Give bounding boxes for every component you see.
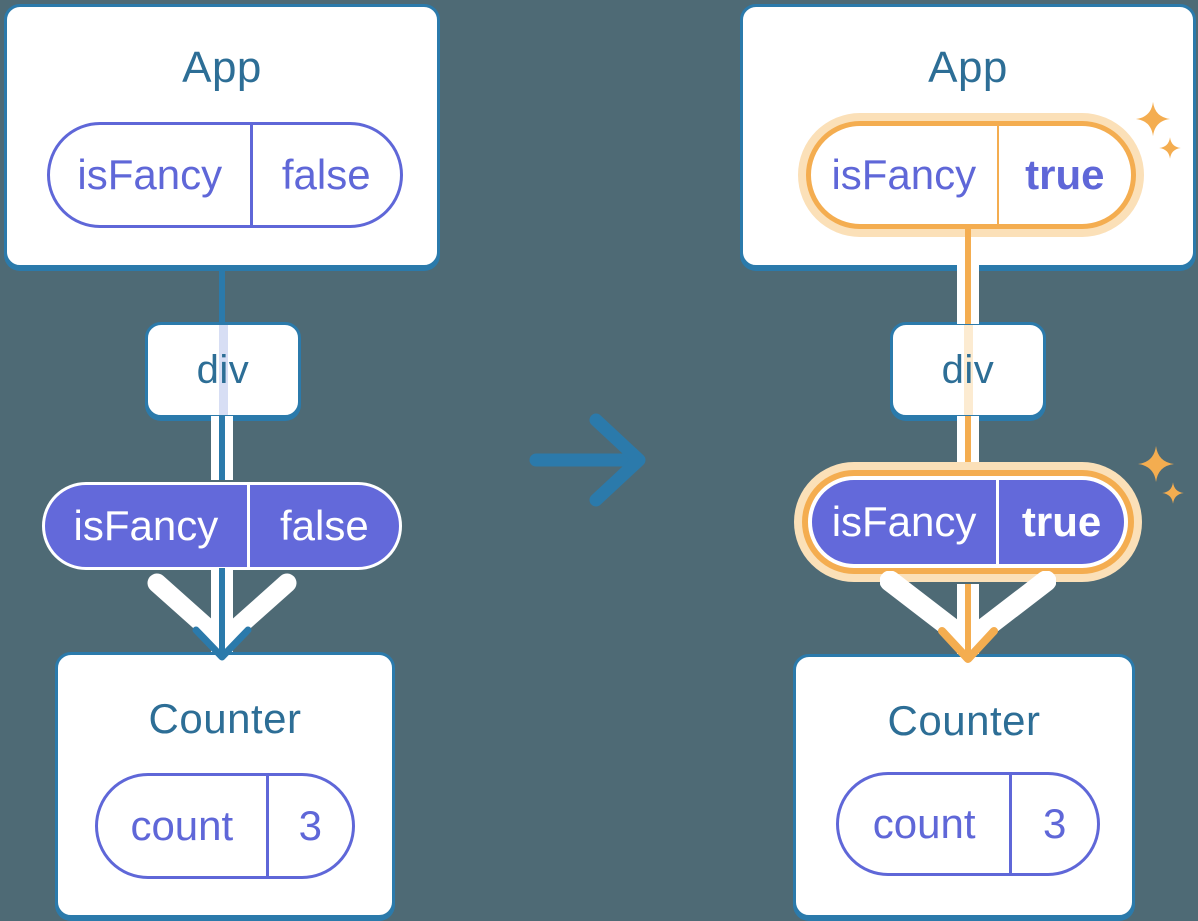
before-arrowhead-icon [192, 626, 252, 661]
before-counter-card: Counter count 3 [55, 652, 395, 918]
prop-name: isFancy [77, 151, 223, 198]
before-prop-through-line [219, 325, 228, 415]
before-app-prop-pill: isFancy false [47, 122, 403, 228]
pill-divider [249, 125, 253, 225]
state-value: 3 [1042, 800, 1067, 847]
prop-name: isFancy [831, 151, 977, 198]
after-passed-prop-pill: isFancy true [808, 476, 1128, 568]
before-app-to-div-line [219, 266, 225, 324]
after-counter-card: Counter count 3 [793, 654, 1135, 918]
pill-divider [996, 480, 1000, 564]
pill-divider [996, 126, 999, 224]
before-passed-prop-pill: isFancy false [42, 482, 402, 570]
after-div-label: div [941, 347, 995, 392]
before-counter-title: Counter [148, 695, 302, 742]
state-name: count [872, 800, 976, 847]
after-counter-title: Counter [887, 697, 1041, 744]
after-counter-state-pill: count 3 [836, 772, 1100, 876]
pill-divider [1009, 775, 1013, 873]
before-div-label: div [196, 347, 250, 392]
sparkle-icon [1162, 482, 1184, 504]
after-app-to-div-line [957, 262, 979, 324]
before-prop-to-counter-line [211, 568, 233, 652]
before-app-card: App isFancy false [4, 4, 440, 268]
prop-value: false [280, 502, 369, 549]
after-prop-to-counter-line [957, 584, 979, 654]
before-app-title: App [182, 43, 262, 92]
after-app-card: App isFancy true [740, 4, 1196, 268]
sparkle-icon [1135, 101, 1171, 137]
after-div-to-prop-line [957, 416, 979, 462]
state-value: 3 [298, 802, 322, 849]
pill-divider [265, 776, 269, 876]
before-div-to-prop-line [211, 416, 233, 480]
after-prop-through-line [964, 325, 973, 415]
prop-name: isFancy [831, 498, 977, 545]
sparkle-icon [1138, 446, 1174, 482]
after-app-prop-pill: isFancy true [806, 121, 1136, 229]
after-div-card: div [890, 322, 1046, 418]
prop-value: true [1021, 498, 1102, 545]
before-div-card: div [145, 322, 301, 418]
prop-value: true [1025, 151, 1105, 198]
state-name: count [130, 802, 234, 849]
pill-divider [246, 485, 250, 567]
after-app-title: App [928, 43, 1008, 92]
before-counter-state-pill: count 3 [95, 773, 355, 879]
prop-name: isFancy [73, 502, 219, 549]
after-pill-to-card-line [965, 228, 971, 266]
sparkle-icon [1159, 137, 1181, 159]
transition-arrow-icon [529, 413, 646, 507]
prop-value: false [281, 151, 371, 198]
after-arrowhead-icon [938, 627, 998, 663]
